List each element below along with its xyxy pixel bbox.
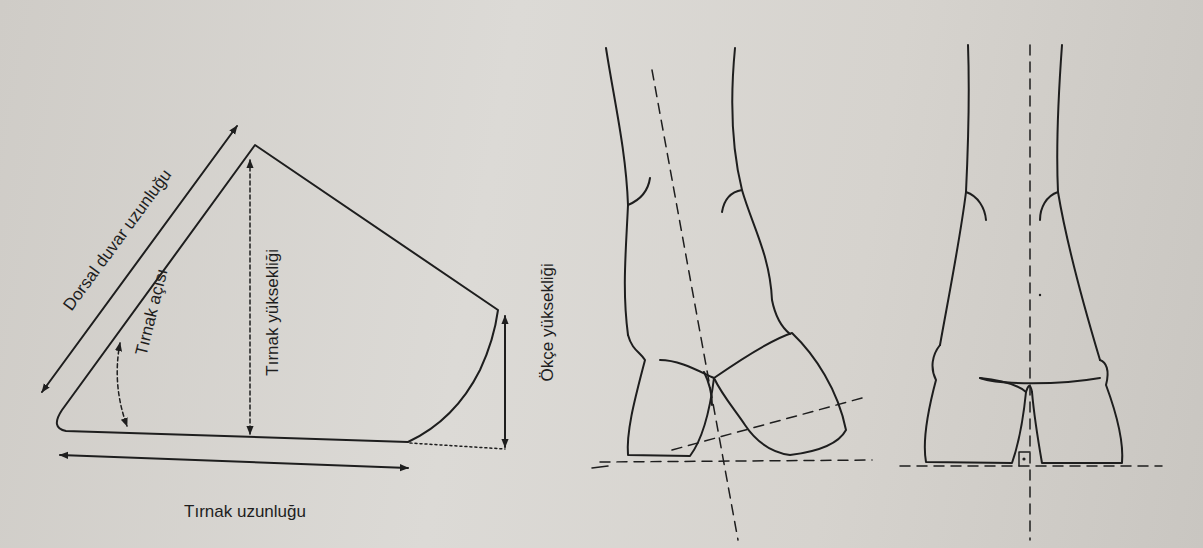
heel-baseline [410,443,505,449]
dorsal-length-arrow [42,126,237,392]
dot [1039,294,1041,296]
tilted-foot [606,48,846,456]
hoof-outline [57,145,498,442]
heel-height-arrow [504,316,506,447]
right-angle-dot [1022,457,1025,460]
hoof-length-arrow [60,455,408,468]
dimension-label: Tırnak açısı [132,267,172,358]
axis-lines [600,70,872,540]
hoof-height-arrow [249,160,251,434]
right-angle-mark [1019,452,1030,466]
hoof-angle-arc [117,343,127,426]
straight-foot [925,45,1123,463]
axis-lines [900,45,1162,540]
dimension-label: Ökçe yüksekliği [539,263,558,381]
dimension-label: Tırnak uzunluğu [184,503,306,522]
axis-tick [592,466,608,468]
dimension-label: Tırnak yüksekliği [264,249,283,376]
